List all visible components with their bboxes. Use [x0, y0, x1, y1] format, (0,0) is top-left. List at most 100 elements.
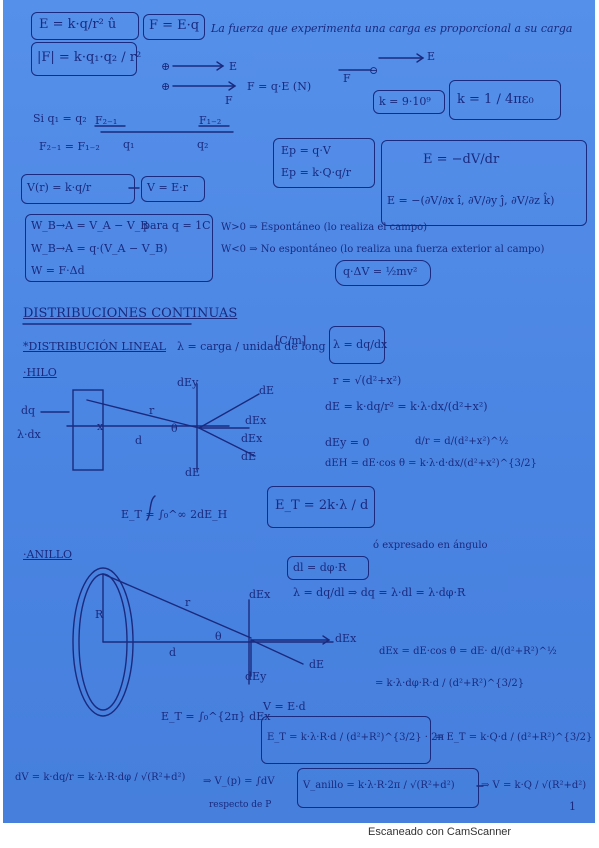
lambda-definition: λ = carga / unidad de long [177, 340, 326, 353]
e-label-2: E [427, 50, 436, 63]
k-value: k = 9·10⁹ [379, 95, 431, 108]
anillo-et-q: ⇒ E_T = k·Q·d / (d²+R²)^{3/2} [435, 732, 593, 743]
ep-formula-1: Ep = q·V [281, 144, 331, 157]
anillo-de-line [250, 639, 304, 665]
arrowhead-e-2 [416, 53, 425, 63]
anillo-theta: θ [215, 630, 222, 643]
anillo-dex-arrowhead [322, 635, 331, 645]
scanner-watermark: Escaneado con CamScanner [368, 826, 512, 838]
hilo-dey-eq: dEy = 0 [325, 436, 370, 449]
anillo-r-line [102, 573, 252, 639]
box-hilo-et [267, 486, 375, 528]
lambda-d-formula: λ = dq/dx [333, 338, 388, 351]
box-potential [21, 174, 135, 204]
e-field-formula: E = k·q/r² û [39, 17, 117, 32]
anillo-v-final: ⇒ V = k·Q / √(R²+d²) [481, 780, 587, 791]
work-3: W = F·Δd [31, 264, 85, 277]
hilo-dey: dEy [177, 376, 199, 389]
box-e-field [31, 12, 139, 40]
anillo-v-ed: V = E·d [263, 700, 306, 713]
box-k-value [373, 90, 445, 114]
anillo-v-note: respecto de P [209, 800, 272, 810]
anillo-R: R [95, 608, 104, 621]
anillo-title: ·ANILLO [23, 548, 73, 561]
box-work [25, 214, 213, 282]
section-continuous-title: DISTRIBUCIONES CONTINUAS [23, 306, 238, 321]
anillo-et-int: E_T = ∫₀^{2π} dEx [161, 710, 271, 723]
anillo-de: dE [309, 658, 325, 671]
minus-charge: ⊖ [369, 64, 379, 77]
k-formula: k = 1 / 4πε₀ [457, 92, 534, 107]
anillo-v-int: ⇒ V_(p) = ∫dV [203, 776, 275, 787]
box-coulomb [31, 42, 137, 76]
plus-charge-2: ⊕ [161, 80, 171, 93]
work-2: W_B→A = q·(V_A − V_B) [31, 242, 168, 255]
anillo-et-box: E_T = k·λ·R·d / (d²+R²)^{3/2} · 2π [267, 732, 445, 743]
hilo-theta: θ [171, 422, 178, 435]
e-gradient-vector: E = −(∂V/∂x î, ∂V/∂y ĵ, ∂V/∂z k̂) [387, 194, 555, 207]
page-number: 1 [569, 800, 576, 813]
anillo-angle-note: ó expresado en ángulo [373, 540, 488, 551]
potential-formula: V(r) = k·q/r [27, 181, 92, 194]
hilo-r-line [86, 399, 200, 429]
coulomb-formula: |F| = k·q₁·q₂ / r² [37, 50, 142, 65]
anillo-dex-up: dEx [249, 588, 271, 601]
work-1-note: para q = 1C [143, 219, 211, 232]
hilo-et-result: E_T = 2k·λ / d [275, 498, 369, 513]
f21-label: F₂₋₁ [95, 114, 118, 127]
hilo-dex-1: dEx [245, 414, 267, 427]
box-energy [335, 260, 431, 286]
linear-distribution-title: *DISTRIBUCIÓN LINEAL [23, 340, 166, 353]
anillo-d: d [169, 646, 177, 659]
f12-label: F₁₋₂ [199, 114, 222, 127]
box-anillo-v [297, 768, 479, 808]
hilo-de-line [198, 393, 260, 429]
hilo-dq: dq [21, 404, 36, 417]
plus-charge-1: ⊕ [161, 60, 171, 73]
lambda-units: [C/m] [275, 334, 307, 347]
f-label-2: F [343, 72, 351, 85]
anillo-dl: dl = dφ·R [293, 561, 347, 574]
box-f-eq [143, 14, 205, 40]
energy-formula: q·ΔV = ½mv² [343, 265, 418, 278]
hilo-title: ·HILO [23, 366, 57, 379]
hilo-r-eq: r = √(d²+x²) [333, 374, 402, 387]
notebook-page: E = k·q/r² û F = E·q La fuerza que exper… [3, 0, 595, 823]
q2-label: q₂ [197, 138, 209, 151]
f-eq-formula: F = E·q [149, 18, 200, 33]
hilo-de-down: dE [241, 450, 257, 463]
nonspontaneous-note: W<0 ⇒ No espontáneo (lo realiza una fuer… [221, 244, 545, 255]
v-er-formula: V = E·r [147, 181, 188, 194]
e-label-1: E [229, 60, 238, 73]
hilo-de-up: dE [259, 384, 275, 397]
hilo-dex-2: dEx [241, 432, 263, 445]
f-label-1: F [225, 94, 233, 107]
hilo-de-eq: dE = k·dq/r² = k·λ·dx/(d²+x²) [325, 400, 488, 413]
anillo-dv: dV = k·dq/r = k·λ·R·dφ / √(R²+d²) [15, 772, 186, 783]
hilo-de-line-2 [198, 427, 256, 457]
hilo-wire [72, 389, 104, 471]
anillo-lambda: λ = dq/dl ⇒ dq = λ·dl = λ·dφ·R [293, 586, 466, 599]
anillo-v-box: V_anillo = k·λ·R·2π / √(R²+d²) [303, 780, 455, 791]
box-gradient [381, 140, 587, 226]
spontaneous-note: W>0 ⇒ Espontáneo (lo realiza el campo) [221, 222, 428, 233]
arrowhead-f-1 [228, 81, 237, 91]
box-anillo-dl [287, 556, 369, 580]
fq-formula: F = q·E (N) [247, 80, 312, 93]
box-lambda-d [329, 326, 385, 364]
hilo-ldx: λ·dx [17, 428, 41, 441]
equal-charges-impl: F₂₋₁ = F₁₋₂ [39, 140, 100, 153]
box-k-formula [449, 80, 561, 120]
anillo-dex-eq2: = k·λ·dφ·R·d / (d²+R²)^{3/2} [375, 678, 525, 689]
sketch-strokes [22, 53, 484, 787]
work-1: W_B→A = V_A − V_B [31, 219, 149, 232]
box-v-er [141, 176, 205, 202]
anillo-dex-right: dEx [335, 632, 357, 645]
arrowhead-e-1 [216, 61, 225, 71]
ep-formula-2: Ep = k·Q·q/r [281, 166, 351, 179]
equal-charges-cond: Si q₁ = q₂ [33, 112, 87, 125]
hilo-ratio: d/r = d/(d²+x²)^½ [415, 436, 509, 447]
hilo-deh: dEH = dE·cos θ = k·λ·d·dx/(d²+x²)^{3/2} [325, 458, 537, 469]
box-ep [273, 138, 375, 188]
anillo-dex-eq: dEx = dE·cos θ = dE· d/(d²+R²)^½ [379, 646, 557, 657]
